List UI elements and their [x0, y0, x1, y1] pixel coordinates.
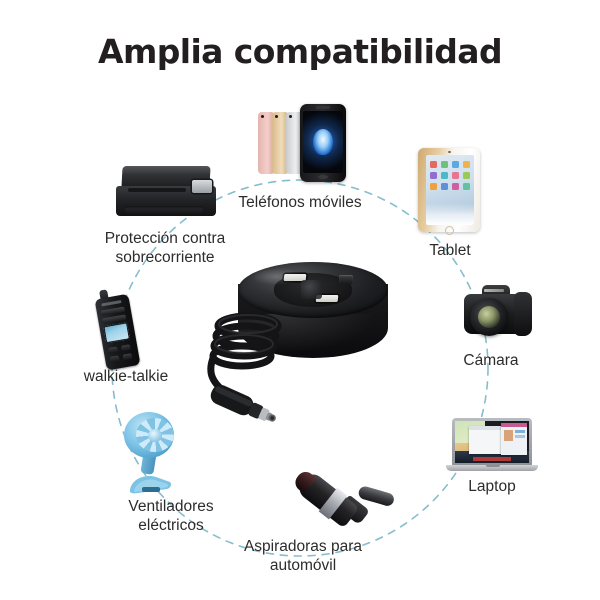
- tablet-icon: [418, 148, 480, 235]
- label-tablet: Tablet: [429, 242, 471, 259]
- label-telefonos-moviles: Teléfonos móviles: [238, 194, 362, 211]
- laptop-icon: [446, 418, 538, 476]
- smartphone-icon: [258, 104, 346, 186]
- label-laptop: Laptop: [468, 478, 516, 495]
- hub-switch: [339, 275, 353, 284]
- label-aspiradoras: Aspiradoras para automóvil: [243, 538, 363, 574]
- electric-fan-icon: [118, 412, 182, 496]
- walkie-talkie-icon: [94, 288, 141, 371]
- laptop-lid: [452, 418, 532, 466]
- walkie-talkie-art: [89, 285, 147, 373]
- phone-black: [300, 104, 346, 182]
- fan-hub: [148, 429, 162, 442]
- tablet-camera: [448, 150, 451, 153]
- label-proteccion-sobrecorriente: Protección contra sobrecorriente: [104, 230, 226, 266]
- tablet-wallpaper: [426, 203, 474, 225]
- fan-clip-base: [129, 476, 171, 494]
- laptop-screen: [455, 421, 529, 463]
- car-vacuum-icon: [286, 458, 396, 544]
- coiled-power-cable: [207, 312, 282, 422]
- phone-wallpaper: [313, 129, 333, 155]
- vacuum-handle: [357, 484, 396, 508]
- label-walkie-talkie: walkie-talkie: [83, 368, 169, 385]
- camera-lens: [470, 298, 508, 336]
- printer-control-panel: [192, 180, 212, 193]
- phone-home-button: [318, 175, 328, 179]
- phone-rose-gold: [258, 112, 275, 174]
- printer-output-tray: [124, 206, 204, 215]
- label-ventiladores: Ventiladores eléctricos: [128, 498, 214, 534]
- hub-top-face: [238, 262, 388, 318]
- camera-icon: [460, 282, 536, 340]
- page-title: Amplia compatibilidad: [98, 32, 503, 71]
- hub-emblem: [301, 280, 322, 299]
- phone-screen: [303, 111, 343, 173]
- phone-silver: [286, 112, 303, 174]
- hub-highlight: [250, 268, 302, 285]
- car-charger-hub: [207, 262, 388, 422]
- printer-icon: [112, 166, 220, 222]
- printer-paper-slot: [128, 188, 186, 192]
- camera-brand-plate: [484, 289, 504, 292]
- tablet-screen: [426, 155, 474, 225]
- laptop-base: [446, 465, 538, 471]
- phone-gold: [272, 112, 289, 174]
- phone-earpiece: [316, 106, 330, 109]
- camera-lens-glass: [478, 306, 500, 328]
- tablet-body: [418, 148, 480, 235]
- tablet-home-button: [445, 226, 454, 235]
- laptop-notch: [486, 465, 500, 467]
- label-camara: Cámara: [463, 352, 519, 369]
- fan-head: [124, 412, 174, 458]
- camera-grip: [514, 292, 532, 336]
